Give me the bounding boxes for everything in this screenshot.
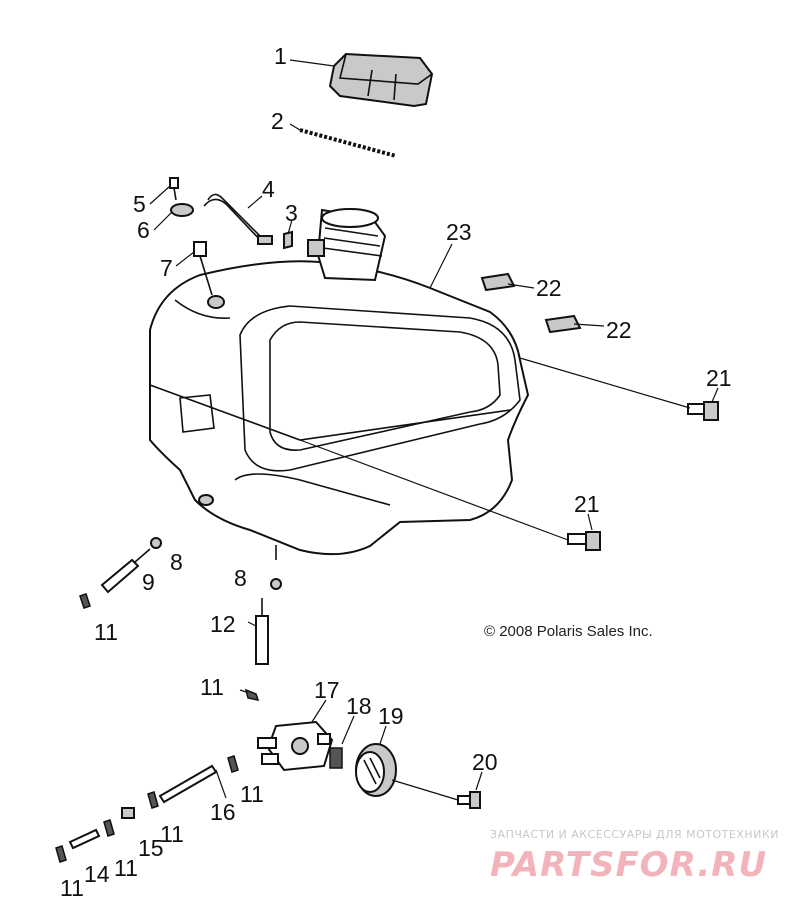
- grommet-part: [193, 241, 213, 296]
- hose-clamp-part-a: [150, 537, 162, 549]
- copyright-notice: © 2008 Polaris Sales Inc.: [484, 623, 653, 640]
- callout-5: 5: [133, 191, 146, 217]
- callout-labels: 1 2 3 4 5 6 7 8 8 9 11 11 11 11 11 11 12…: [60, 43, 732, 901]
- fuel-hose-part-12: [255, 598, 269, 665]
- fitting-part-15: [121, 807, 135, 819]
- callout-8-lower: 8: [234, 565, 247, 591]
- callout-19: 19: [378, 703, 404, 729]
- knob-screw-part: [457, 791, 481, 809]
- pad-part-b: [544, 314, 582, 334]
- watermark-tagline: ЗАПЧАСТИ И АКСЕССУАРЫ ДЛЯ МОТОТЕХНИКИ: [490, 828, 779, 841]
- callout-14: 14: [84, 861, 110, 887]
- tank-cover-part: [328, 52, 434, 108]
- callout-21-upper: 21: [706, 365, 732, 391]
- callout-17: 17: [314, 677, 340, 703]
- callout-22-upper: 22: [536, 275, 562, 301]
- mount-bolt-part-b: [567, 531, 601, 551]
- hose-part-16: [158, 764, 218, 804]
- callout-11-b: 11: [200, 674, 224, 700]
- callout-21-lower: 21: [574, 491, 600, 517]
- washer-part: [170, 203, 194, 217]
- callout-3: 3: [285, 200, 298, 226]
- callout-23: 23: [446, 219, 472, 245]
- callout-1: 1: [274, 43, 287, 69]
- callout-11-d: 11: [160, 821, 184, 847]
- vent-valve-part: [283, 230, 293, 250]
- fuel-tank-part: [149, 260, 530, 560]
- fuel-hose-part: [100, 548, 151, 594]
- callout-9: 9: [142, 569, 155, 595]
- callout-18: 18: [346, 693, 372, 719]
- valve-knob-part: [355, 743, 397, 797]
- callout-11-e: 11: [114, 855, 138, 881]
- callout-6: 6: [137, 217, 150, 243]
- callout-20: 20: [472, 749, 498, 775]
- pad-part-a: [480, 272, 516, 292]
- fuel-valve-part: [257, 720, 334, 772]
- callout-8-upper: 8: [170, 549, 183, 575]
- clamp-part-11d: [147, 791, 159, 809]
- clamp-part-11b: [244, 688, 260, 701]
- strap-part: [299, 128, 397, 158]
- bolt-part: [169, 177, 179, 201]
- filler-neck-part: [307, 208, 387, 282]
- callout-22-lower: 22: [606, 317, 632, 343]
- mount-bolt-part-a: [687, 401, 719, 421]
- clamp-part-11c: [227, 755, 239, 773]
- callout-4: 4: [262, 176, 275, 202]
- hose-clamp-part-b: [270, 578, 282, 590]
- callout-7: 7: [160, 255, 173, 281]
- callout-16: 16: [210, 799, 236, 825]
- clamp-part-11e: [103, 819, 115, 837]
- callout-11-c: 11: [240, 781, 264, 807]
- callout-11-a: 11: [94, 619, 118, 645]
- watermark: ЗАПЧАСТИ И АКСЕССУАРЫ ДЛЯ МОТОТЕХНИКИ PA…: [490, 828, 779, 885]
- o-ring-part: [329, 747, 343, 769]
- callout-15: 15: [138, 835, 164, 861]
- callout-12: 12: [210, 611, 236, 637]
- watermark-logo: PARTSFOR.RU: [490, 845, 767, 885]
- callout-11-f: 11: [60, 875, 84, 901]
- callout-2: 2: [271, 108, 284, 134]
- clamp-part-11f: [55, 845, 67, 863]
- clamp-part-11a: [79, 593, 91, 609]
- leader-lines: [149, 59, 719, 801]
- hose-part-14: [68, 828, 101, 850]
- vent-hose-part: [203, 193, 273, 245]
